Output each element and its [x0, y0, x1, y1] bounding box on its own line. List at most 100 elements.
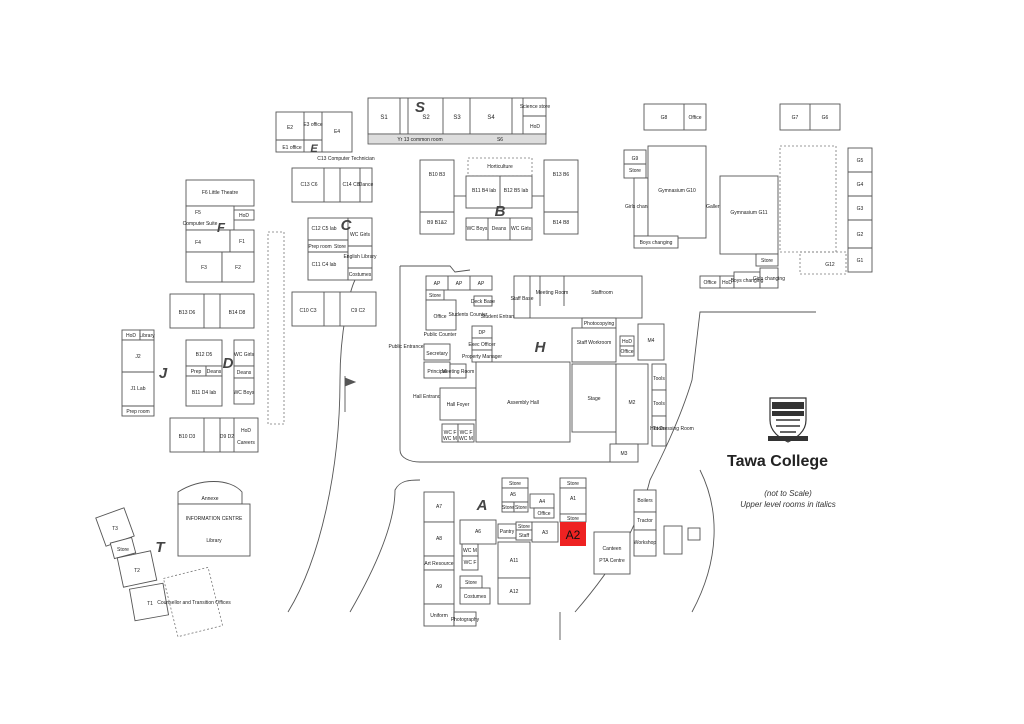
room-a6: A6 [475, 529, 481, 535]
room-c8: C14 C8 [343, 182, 360, 188]
room-photocopying: Photocopying [584, 321, 615, 327]
room-a8: A8 [436, 536, 442, 542]
room-t2: T2 [134, 568, 140, 574]
room-principal: Principal [427, 369, 446, 375]
block-letter-c: C [341, 217, 353, 234]
room-photography: Photography [451, 617, 480, 623]
block-letter-f: F [217, 220, 226, 235]
room-staffroom: Staffroom [591, 290, 613, 296]
italics-note: Upper level rooms in italics [740, 500, 836, 509]
f-block: F6 Little Theatre F5 HoD Computer Suite … [183, 179, 255, 283]
room-a12: A12 [510, 589, 519, 595]
block-letter-t: T [155, 539, 166, 556]
room-tools1: Tools [653, 376, 665, 382]
block-letter-d: D [223, 355, 234, 372]
room-c5: C12 C5 lab [311, 226, 336, 232]
c-block: C13 Computer Technician C13 C6 C14 C8 Da… [291, 156, 377, 327]
scale-note: (not to Scale) [764, 489, 812, 498]
room-g-office2: Office [704, 280, 717, 286]
room-h-wc-m: WC M [443, 436, 457, 442]
a2-label: A2 [566, 528, 581, 542]
room-g-office: Office [689, 115, 702, 121]
room-b-wc-boys: WC Boys [467, 226, 488, 232]
room-annexe: Annexe [202, 496, 219, 502]
room-staff-workroom: Staff Workroom [577, 340, 612, 346]
room-property-manager: Property Manager [462, 354, 502, 360]
room-assembly-hall: Assembly Hall [507, 400, 539, 406]
d-block: B13 D6 B14 D8 B12 D5 Prep Deans WC Girls… [169, 293, 259, 453]
room-t3: T3 [112, 526, 118, 532]
room-art-resource: Art Resource [424, 561, 453, 567]
room-english-library: English Library [343, 254, 377, 260]
room-h-wc-f: WC F [444, 430, 457, 436]
room-stage: Stage [587, 396, 600, 402]
room-c13-tech: C13 Computer Technician [317, 156, 375, 162]
room-dance: Dance [359, 182, 374, 188]
room-c-wc-girls: WC Girls [350, 232, 370, 238]
room-a-wc-m: WC M [463, 548, 477, 554]
room-boilers: Boilers [637, 498, 653, 504]
room-g-hod: HoD [722, 280, 732, 286]
t-block: T3 Store T2 T1 Counsellor and Transition… [95, 507, 231, 638]
room-a-office: Office [538, 511, 551, 517]
room-d-wc-girls: WC Girls [234, 352, 254, 358]
room-h-meeting2: Meeting Room [536, 290, 569, 296]
block-letter-e: E [310, 143, 318, 155]
room-t1: T1 [147, 601, 153, 607]
room-f6-little-theatre: F6 Little Theatre [202, 190, 239, 196]
room-counsellor: Counsellor and Transition Offices [157, 600, 231, 606]
room-prep: Prep room [308, 244, 331, 250]
g-block: G8 Office G7 G6 G9 Store Girls changing … [623, 103, 873, 289]
room-f5: F5 [195, 210, 201, 216]
room-g12: G12 [825, 262, 835, 268]
room-b-wc-girls: WC Girls [511, 226, 531, 232]
a2-highlight[interactable]: A2 [560, 522, 586, 546]
room-s4: S4 [487, 115, 495, 121]
room-costumes: Costumes [349, 272, 372, 278]
h-block: AP AP AP Store Deck Base Office Students… [388, 275, 694, 463]
room-g4: G4 [857, 182, 864, 188]
room-f4: F4 [195, 240, 201, 246]
room-g2: G2 [857, 232, 864, 238]
room-secretary: Secretary [426, 351, 448, 357]
room-ic-library: Library [206, 538, 222, 544]
room-d6: B13 D6 [179, 310, 196, 316]
room-g8: G8 [661, 115, 668, 121]
room-tools2: Tools [653, 401, 665, 407]
room-m2: M2 [629, 400, 636, 406]
b-block: Horticulture B10 B3 B11 B4 lab B12 B5 la… [419, 157, 579, 241]
room-a-store6: Store [567, 481, 579, 487]
label-public-counter: Public Counter [424, 332, 457, 338]
room-a-costumes: Costumes [464, 594, 487, 600]
room-gym-g11: Gymnasium G11 [730, 210, 767, 216]
room-j1-lab: J1 Lab [130, 386, 145, 392]
room-c3: C10 C3 [300, 308, 317, 314]
room-h-office2: Office [621, 349, 634, 355]
room-s2: S2 [422, 115, 430, 121]
room-c2: C9 C2 [351, 308, 365, 314]
room-a1: A1 [570, 496, 576, 502]
room-g-boys-changing2: Boys changing [731, 278, 764, 284]
information-centre: Annexe INFORMATION CENTRE Library [177, 481, 251, 557]
room-g6: G6 [822, 115, 829, 121]
room-a-store7: Store [567, 516, 579, 522]
room-h-ap2: AP [456, 281, 463, 287]
j-block: HoD Library J2 J1 Lab Prep room J [121, 329, 168, 417]
room-g-store: Store [629, 168, 641, 174]
room-a-staff: Staff [519, 533, 530, 539]
room-h-hod: HoD [622, 339, 632, 345]
room-s3: S3 [453, 115, 461, 121]
room-j-library: Library [139, 333, 155, 339]
room-d-wc-boys: WC Boys [234, 390, 255, 396]
room-a7: A7 [436, 504, 442, 510]
room-g3: G3 [857, 206, 864, 212]
room-s-hod: HoD [530, 124, 540, 130]
room-tools3: Tools [653, 426, 665, 432]
room-t-store: Store [117, 547, 129, 553]
room-j-prep: Prep room [126, 409, 149, 415]
block-letter-j: J [159, 365, 168, 382]
room-a5: A5 [510, 492, 516, 498]
block-letter-a: A [476, 497, 488, 514]
room-d-prep: Prep [191, 369, 202, 375]
